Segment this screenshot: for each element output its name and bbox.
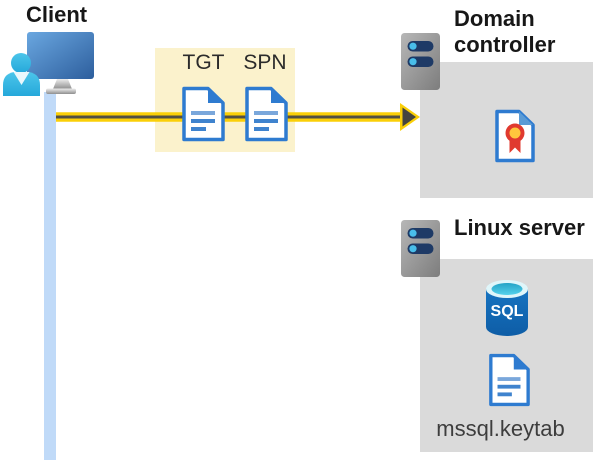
keytab-document-icon (489, 353, 530, 407)
arrow-right-icon (56, 103, 420, 131)
client-timeline-bar (44, 92, 56, 460)
person-head (11, 53, 31, 73)
spn-label: SPN (243, 51, 287, 74)
domain-controller-server-icon (401, 33, 440, 90)
domain-controller-title: Domain controller (454, 6, 556, 57)
tgt-label: TGT (182, 51, 225, 74)
sql-label: SQL (491, 303, 524, 320)
person-at-monitor-icon (3, 32, 94, 96)
spn-document-icon (245, 86, 288, 142)
person-collar (13, 72, 30, 85)
linux-server-icon (401, 220, 440, 277)
monitor-screen (27, 32, 94, 79)
arrow-head-inner (402, 107, 416, 127)
tgt-document-icon (182, 86, 225, 142)
monitor-base (46, 88, 76, 94)
sql-database-icon: SQL (486, 280, 528, 336)
monitor-stand (53, 79, 72, 89)
linux-server-title: Linux server (454, 215, 585, 240)
client-title: Client (26, 2, 88, 27)
certificate-icon (495, 109, 535, 163)
keytab-filename: mssql.keytab (436, 416, 565, 441)
